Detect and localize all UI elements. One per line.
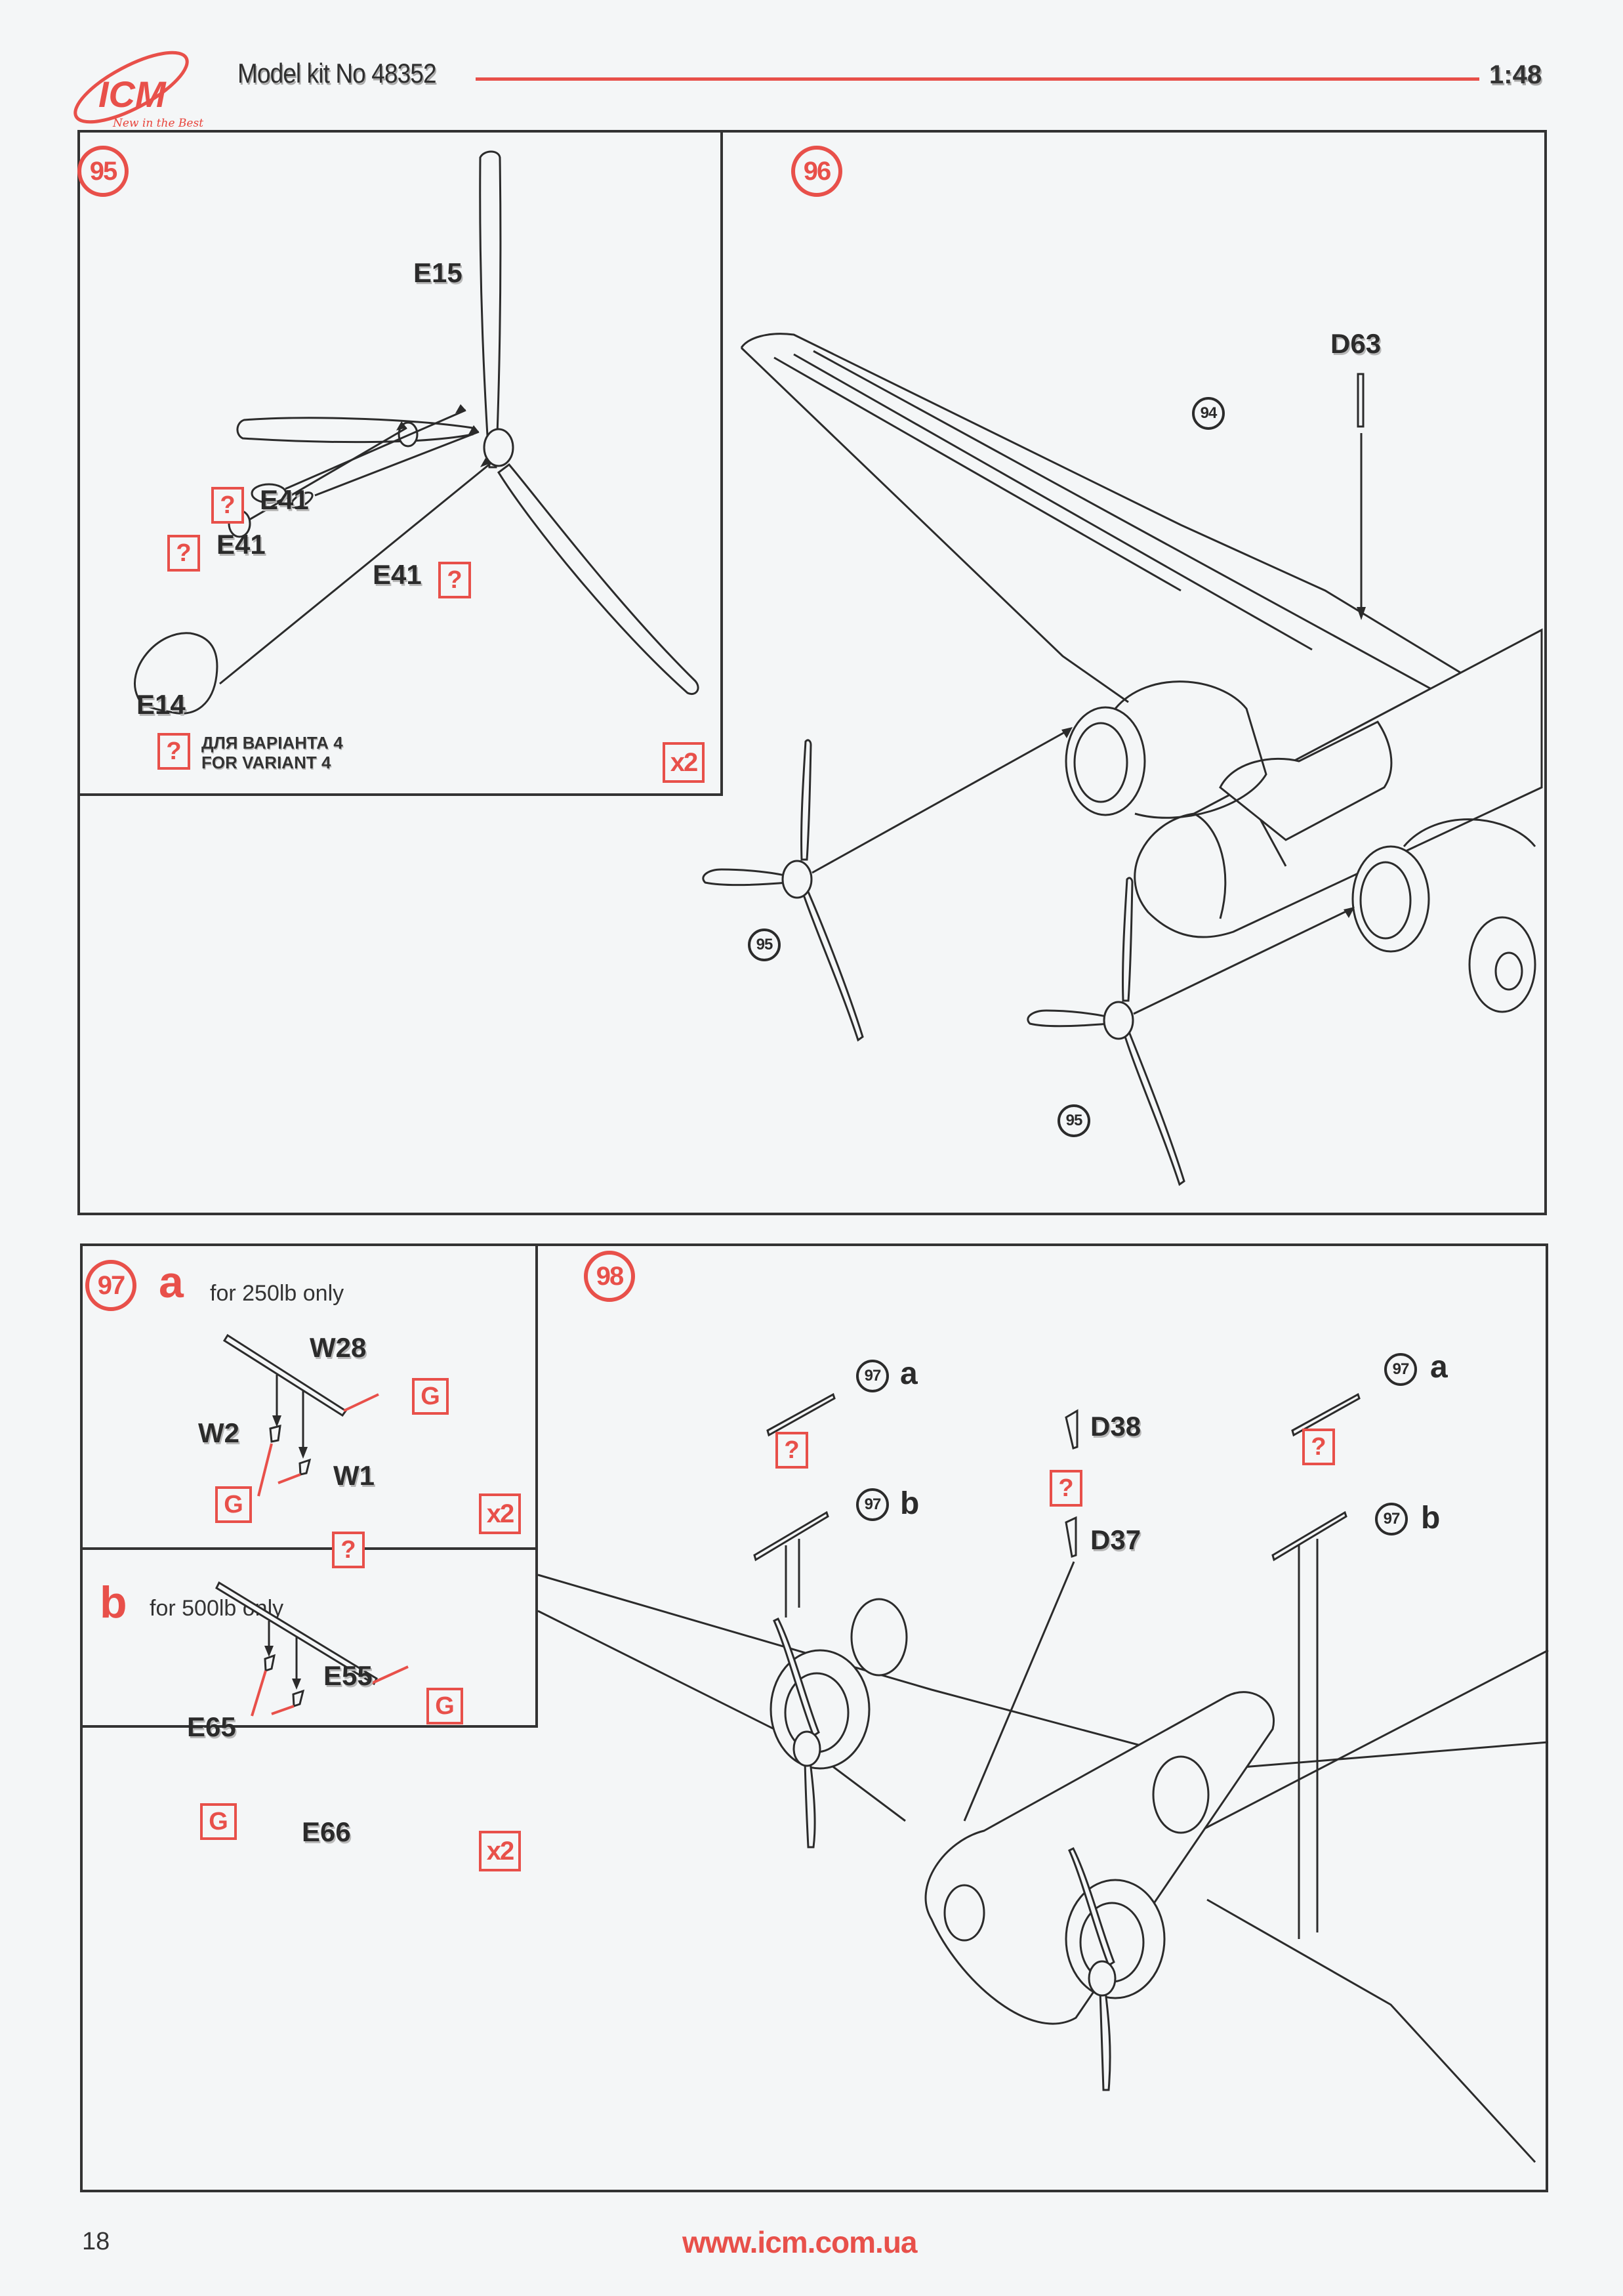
website-link[interactable]: www.icm.com.ua bbox=[682, 2225, 918, 2259]
step-98-badge: 98 bbox=[584, 1251, 635, 1302]
step-ref-letter: a bbox=[900, 1356, 918, 1391]
aircraft-nacelle-drawing bbox=[702, 333, 1543, 1186]
bomb-rack-drawing-a bbox=[222, 1333, 379, 1497]
variant-note-en: FOR VARIANT 4 bbox=[201, 753, 331, 772]
part-label-e41: E41 bbox=[260, 484, 309, 515]
aircraft-underside-drawing bbox=[537, 1392, 1549, 2163]
step-95-panel bbox=[77, 130, 723, 796]
icm-logo: ICM bbox=[73, 51, 189, 124]
quantity-multiplier: x2 bbox=[479, 1831, 521, 1871]
part-label-e55: E55 bbox=[323, 1660, 373, 1691]
variant-note: ДЛЯ ВАРІАНТА 4 FOR VARIANT 4 bbox=[201, 733, 343, 772]
part-label-e14: E14 bbox=[136, 689, 186, 720]
glue-marker: G bbox=[412, 1378, 449, 1415]
step-ref-letter: a bbox=[1430, 1350, 1448, 1385]
kit-title: Model kit No 48352 bbox=[237, 58, 437, 89]
propeller-drawing bbox=[1027, 877, 1355, 1186]
substep-note-a: for 250lb only bbox=[210, 1281, 344, 1306]
glue-marker: G bbox=[426, 1688, 463, 1724]
step-ref-95: 95 bbox=[748, 929, 781, 961]
bomb-rack-drawing-b bbox=[215, 1581, 409, 1717]
part-label-e66: E66 bbox=[302, 1816, 351, 1847]
unknown-color-marker: ? bbox=[1302, 1429, 1335, 1465]
glue-marker: G bbox=[215, 1486, 252, 1523]
unknown-color-marker: ? bbox=[211, 487, 244, 524]
propeller-exploded-drawing bbox=[134, 150, 699, 715]
svg-text:ICM: ICM bbox=[98, 73, 167, 115]
step-ref-letter: b bbox=[1421, 1501, 1441, 1535]
part-label-w1: W1 bbox=[333, 1460, 375, 1491]
step-ref-97: 97 bbox=[856, 1360, 889, 1392]
propeller-drawing bbox=[702, 727, 1073, 1042]
header-rule bbox=[476, 77, 1479, 81]
unknown-color-marker: ? bbox=[167, 535, 200, 572]
step-97b-panel bbox=[80, 1547, 538, 1728]
step-ref-97: 97 bbox=[1384, 1353, 1417, 1386]
part-label-d63: D63 bbox=[1330, 328, 1382, 359]
unknown-color-marker: ? bbox=[438, 562, 471, 598]
part-label-d38: D38 bbox=[1090, 1411, 1141, 1442]
unknown-color-marker: ? bbox=[332, 1532, 365, 1568]
step-ref-97: 97 bbox=[1375, 1503, 1408, 1535]
unknown-color-marker: ? bbox=[1050, 1470, 1082, 1507]
quantity-multiplier: x2 bbox=[479, 1493, 521, 1534]
step-96-badge: 96 bbox=[791, 146, 842, 197]
step-ref-97: 97 bbox=[856, 1488, 889, 1521]
part-label-w2: W2 bbox=[198, 1417, 239, 1448]
part-label-e41: E41 bbox=[373, 559, 422, 590]
step-ref-letter: b bbox=[900, 1486, 920, 1521]
part-label-e15: E15 bbox=[413, 257, 462, 288]
part-label-e65: E65 bbox=[187, 1711, 236, 1742]
quantity-multiplier: x2 bbox=[663, 742, 705, 783]
step-97-badge: 97 bbox=[85, 1260, 136, 1311]
step-ref-95: 95 bbox=[1058, 1104, 1090, 1137]
part-label-w28: W28 bbox=[310, 1332, 367, 1363]
unknown-color-marker: ? bbox=[775, 1432, 808, 1469]
variant-note-ua: ДЛЯ ВАРІАНТА 4 bbox=[201, 733, 343, 753]
part-label-d37: D37 bbox=[1090, 1524, 1141, 1555]
step-95-badge: 95 bbox=[77, 146, 129, 197]
substep-letter-a: a bbox=[159, 1257, 184, 1307]
brand-tagline: New in the Best bbox=[113, 117, 204, 130]
substep-letter-b: b bbox=[100, 1577, 127, 1627]
page-number: 18 bbox=[82, 2228, 110, 2255]
glue-marker: G bbox=[200, 1803, 237, 1840]
part-label-e41: E41 bbox=[216, 529, 266, 560]
step-ref-94: 94 bbox=[1192, 397, 1225, 430]
variant-marker: ? bbox=[157, 733, 190, 770]
scale-label: 1:48 bbox=[1489, 60, 1542, 89]
